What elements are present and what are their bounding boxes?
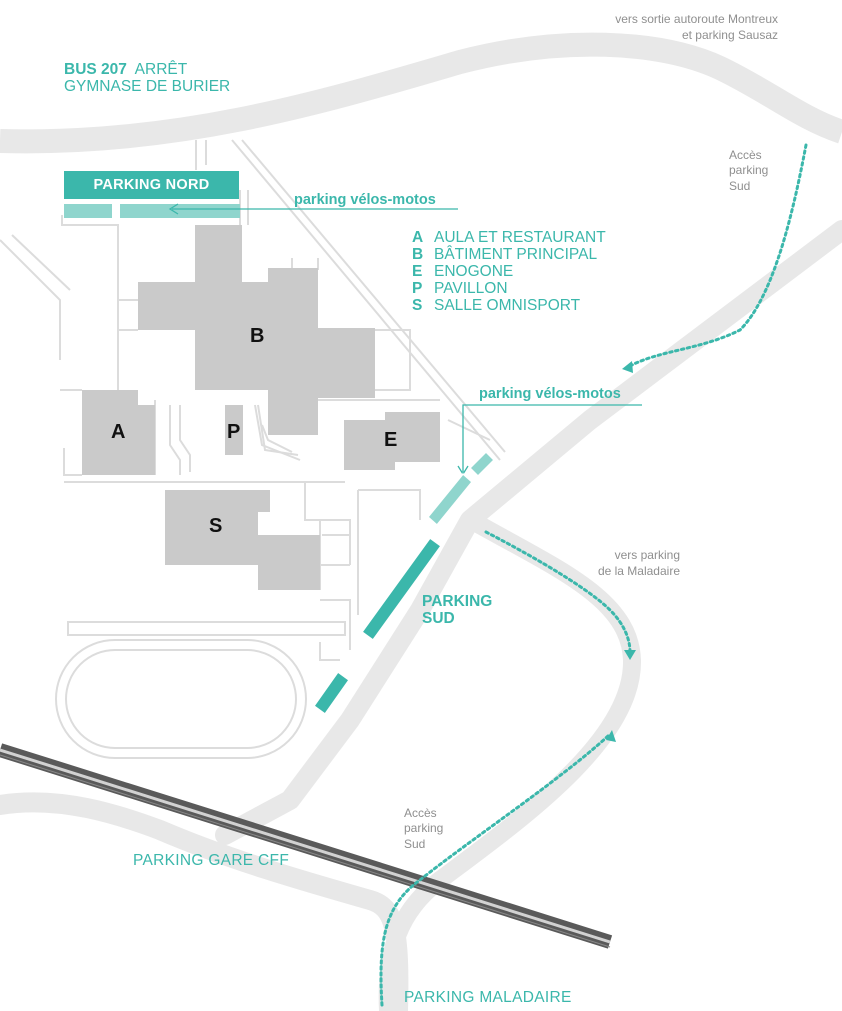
bus-stop-label: BUS 207 ARRÊT GYMNASE DE BURIER — [64, 61, 231, 95]
road-gare — [0, 792, 409, 1011]
parking-maladaire-label: PARKING MALADAIRE — [404, 989, 572, 1006]
parking-sud-line1: PARKING — [422, 593, 493, 610]
parking-gare-label: PARKING GARE CFF — [133, 852, 290, 869]
access-parking-sud-label-north: Accès parking Sud — [729, 148, 768, 194]
main-road-diagonal — [215, 220, 842, 845]
access-arrowheads — [606, 361, 636, 742]
legend-item: B BÂTIMENT PRINCIPAL — [412, 246, 606, 263]
building-b — [138, 225, 375, 435]
legend-letter: A — [412, 228, 424, 246]
main-road-north — [0, 32, 842, 154]
highway-exit-label: vers sortie autoroute Montreux et parkin… — [615, 12, 778, 43]
bus-stop-word: ARRÊT — [134, 61, 188, 78]
road-maladaire — [378, 515, 642, 1011]
parking-velos-label-south: parking vélos-motos — [479, 386, 621, 402]
legend-item: S SALLE OMNISPORT — [412, 297, 606, 314]
legend-name: ENOGONE — [434, 262, 514, 280]
legend-name: AULA ET RESTAURANT — [434, 228, 606, 246]
athletic-track — [55, 639, 307, 759]
legend-letter: S — [412, 296, 423, 314]
legend-name: PAVILLON — [434, 279, 508, 297]
legend-item: E ENOGONE — [412, 263, 606, 280]
building-p — [225, 405, 243, 455]
bus-stop-name: GYMNASE DE BURIER — [64, 77, 231, 95]
building-s — [165, 490, 320, 590]
vers-maladaire-label: vers parking de la Maladaire — [598, 548, 680, 579]
legend-item: A AULA ET RESTAURANT — [412, 229, 606, 246]
legend-letter: P — [412, 279, 423, 297]
access-south-line2: parking — [404, 821, 444, 836]
highway-exit-line1: vers sortie autoroute Montreux — [615, 12, 778, 26]
building-e — [344, 412, 440, 470]
building-b-letter: B — [250, 325, 265, 347]
access-parking-sud-label-south: Accès parking Sud — [404, 806, 443, 852]
parking-sud-line2: SUD — [422, 609, 455, 627]
access-south-line3: Sud — [404, 836, 426, 851]
building-s-letter: S — [209, 515, 223, 537]
access-dotted-paths — [379, 143, 808, 1007]
velos-arrow-2-line — [462, 404, 642, 472]
legend-letter: E — [412, 262, 423, 280]
parking-velos-label-north: parking vélos-motos — [294, 192, 436, 208]
vers-maladaire-line1: vers parking — [614, 548, 680, 562]
parking-sud-bars — [312, 536, 443, 716]
velos-parking-sud — [426, 450, 496, 527]
buildings — [82, 225, 440, 590]
access-south-line1: Accès — [404, 806, 437, 820]
building-e-letter: E — [384, 429, 398, 451]
parking-nord-area-1 — [64, 204, 112, 218]
legend-item: P PAVILLON — [412, 280, 606, 297]
legend-name: SALLE OMNISPORT — [434, 296, 581, 314]
building-a-letter: A — [111, 421, 126, 443]
access-north-line1: Accès — [729, 148, 762, 162]
legend-name: BÂTIMENT PRINCIPAL — [434, 245, 598, 263]
legend-letter: B — [412, 245, 424, 263]
parking-sud-label: PARKING SUD — [422, 593, 493, 627]
bus-line-number: BUS 207 — [64, 61, 127, 78]
parking-nord-area-2 — [120, 204, 240, 218]
highway-exit-line2: et parking Sausaz — [681, 27, 778, 42]
access-north-line2: parking — [729, 163, 769, 178]
vers-maladaire-line2: de la Maladaire — [597, 563, 680, 578]
building-a — [82, 390, 155, 475]
building-p-letter: P — [227, 421, 241, 443]
parking-nord-label: PARKING NORD — [64, 171, 239, 199]
railway — [0, 743, 613, 949]
access-north-line3: Sud — [729, 178, 751, 193]
velos-arrow-1-head — [168, 203, 179, 215]
